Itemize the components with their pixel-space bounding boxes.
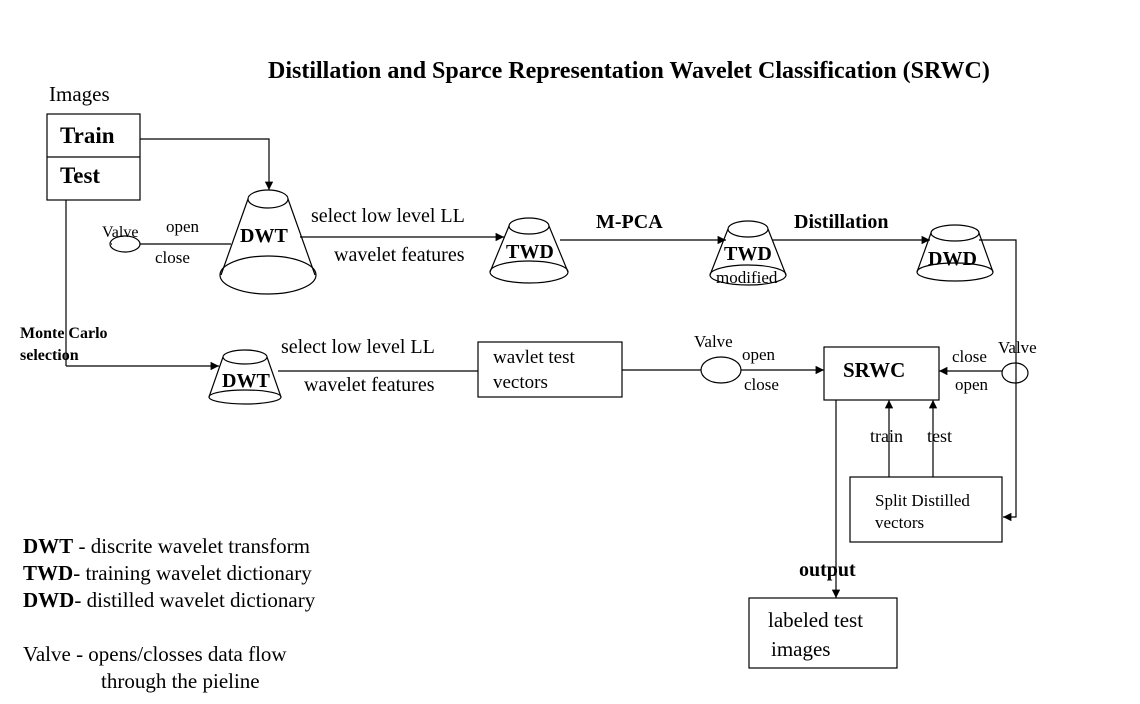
twd-label: TWD: [506, 241, 554, 263]
distillation-label: Distillation: [794, 211, 888, 233]
valve-middle: [700, 356, 742, 384]
labeled-test-label-1: labeled test: [768, 608, 863, 632]
edge-top-label-2: wavelet features: [334, 244, 465, 266]
split-distilled-label-2: vectors: [875, 513, 924, 532]
dwd-to-split-line: [979, 239, 1017, 522]
labeled-test-box: [748, 597, 898, 669]
valve-top-open: open: [166, 217, 200, 236]
wavlet-test-label-2: vectors: [493, 372, 548, 393]
legend-row-dwt: DWT - discrite wavelet transform: [23, 534, 310, 558]
dwd-label: DWD: [928, 248, 977, 270]
valve-right-label: Valve: [998, 338, 1037, 357]
valve-middle-open: open: [742, 345, 776, 364]
twd-shape: [489, 217, 569, 284]
dwt-top-label: DWT: [240, 225, 288, 247]
images-label: Images: [49, 82, 110, 106]
train-to-dwt-arrow: [140, 138, 274, 190]
test-arrow-label: test: [927, 426, 952, 446]
dwt-bottom-label: DWT: [222, 370, 270, 392]
twd-modified-sub: modified: [716, 268, 778, 287]
legend-row-dwd: DWD- distilled wavelet dictionary: [23, 588, 316, 612]
valve-right: [1001, 362, 1029, 384]
valve-top-close: close: [155, 248, 190, 267]
edge-bottom-label-2: wavelet features: [304, 374, 435, 396]
valve-right-close: close: [952, 347, 987, 366]
split-distilled-label-1: Split Distilled: [875, 491, 970, 510]
valve-note-2: through the pieline: [101, 669, 260, 693]
monte-carlo-label-1: Monte Carlo: [20, 325, 108, 342]
edge-top-label-1: select low level LL: [311, 205, 465, 227]
wavlet-test-label-1: wavlet test: [493, 347, 576, 368]
mpca-label: M-PCA: [596, 211, 663, 233]
monte-carlo-label-2: selection: [20, 347, 79, 364]
valve-middle-label: Valve: [694, 332, 733, 351]
train-arrow-label: train: [870, 426, 903, 446]
twd-modified-shape: [709, 220, 787, 286]
dwt-bottom-shape: [208, 349, 282, 405]
legend-row-twd: TWD- training wavelet dictionary: [23, 561, 312, 585]
train-label: Train: [60, 123, 115, 148]
edge-bottom-label-1: select low level LL: [281, 336, 435, 358]
split-distilled-box: [849, 476, 1003, 543]
page-title: Distillation and Sparce Representation W…: [268, 58, 990, 84]
legend: DWT - discrite wavelet transform TWD- tr…: [23, 534, 316, 693]
output-label: output: [799, 559, 856, 581]
twd-modified-label: TWD: [724, 243, 772, 265]
valve-top-label: Valve: [102, 224, 138, 241]
test-label: Test: [60, 163, 100, 188]
srwc-label: SRWC: [843, 358, 905, 382]
labeled-test-label-2: images: [771, 637, 830, 661]
valve-right-open: open: [955, 375, 989, 394]
valve-middle-close: close: [744, 375, 779, 394]
valve-note-1: Valve - opens/closses data flow: [23, 642, 287, 666]
